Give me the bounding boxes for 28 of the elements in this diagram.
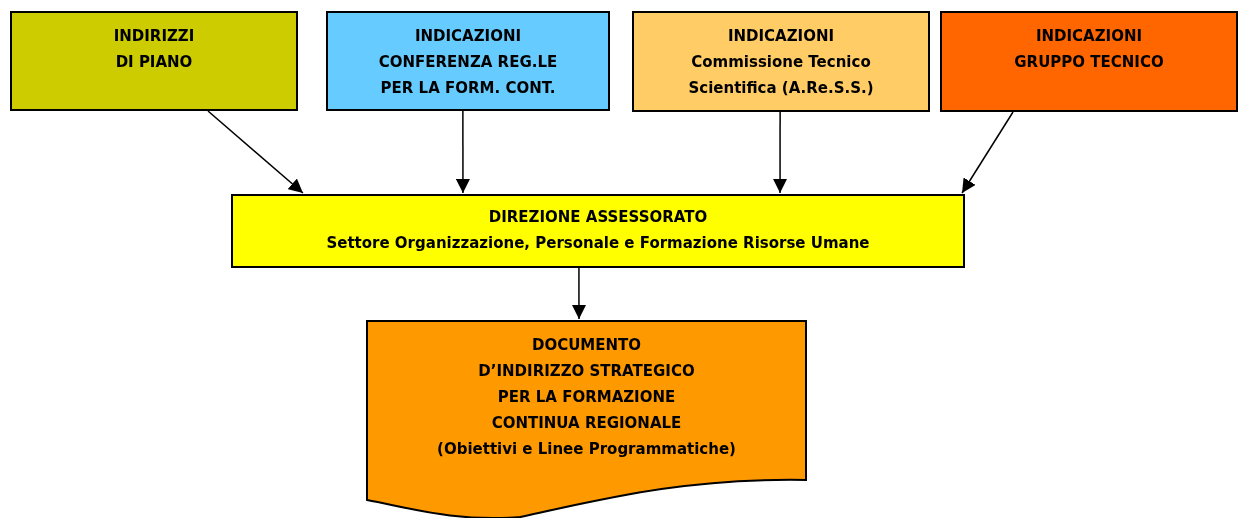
document-shape	[366, 320, 807, 518]
process-box	[231, 194, 965, 268]
box-text: DIREZIONE ASSESSORATO	[488, 207, 708, 228]
box-text: INDICAZIONI	[414, 26, 522, 47]
box-text: INDIRIZZI	[113, 26, 195, 47]
process-box	[10, 11, 298, 111]
process-box	[326, 11, 610, 111]
box-text: PER LA FORM. CONT.	[380, 78, 556, 99]
box-text: CONFERENZA REG.LE	[378, 52, 558, 73]
arrow	[207, 110, 304, 194]
box-text: (Obiettivi e Linee Programmatiche)	[437, 439, 736, 460]
box-text: PER LA FORMAZIONE	[497, 387, 676, 408]
box-text: Commissione Tecnico	[691, 52, 871, 73]
arrow	[455, 110, 470, 194]
box-text: INDICAZIONI	[1035, 26, 1143, 47]
process-box	[940, 11, 1238, 112]
arrow	[572, 267, 586, 320]
box-text: Settore Organizzazione, Personale e Formazione Risorse Umane	[326, 233, 870, 254]
process-box	[632, 11, 930, 112]
box-text: DOCUMENTO	[531, 335, 642, 356]
box-text: D’INDIRIZZO STRATEGICO	[478, 361, 695, 382]
arrow	[773, 111, 788, 194]
box-text: Scientifica (A.Re.S.S.)	[688, 78, 874, 99]
box-text: GRUPPO TECNICO	[1014, 52, 1164, 73]
box-text: INDICAZIONI	[727, 26, 835, 47]
arrow	[961, 111, 1014, 194]
box-text: CONTINUA REGIONALE	[491, 413, 682, 434]
box-text: DI PIANO	[115, 52, 193, 73]
